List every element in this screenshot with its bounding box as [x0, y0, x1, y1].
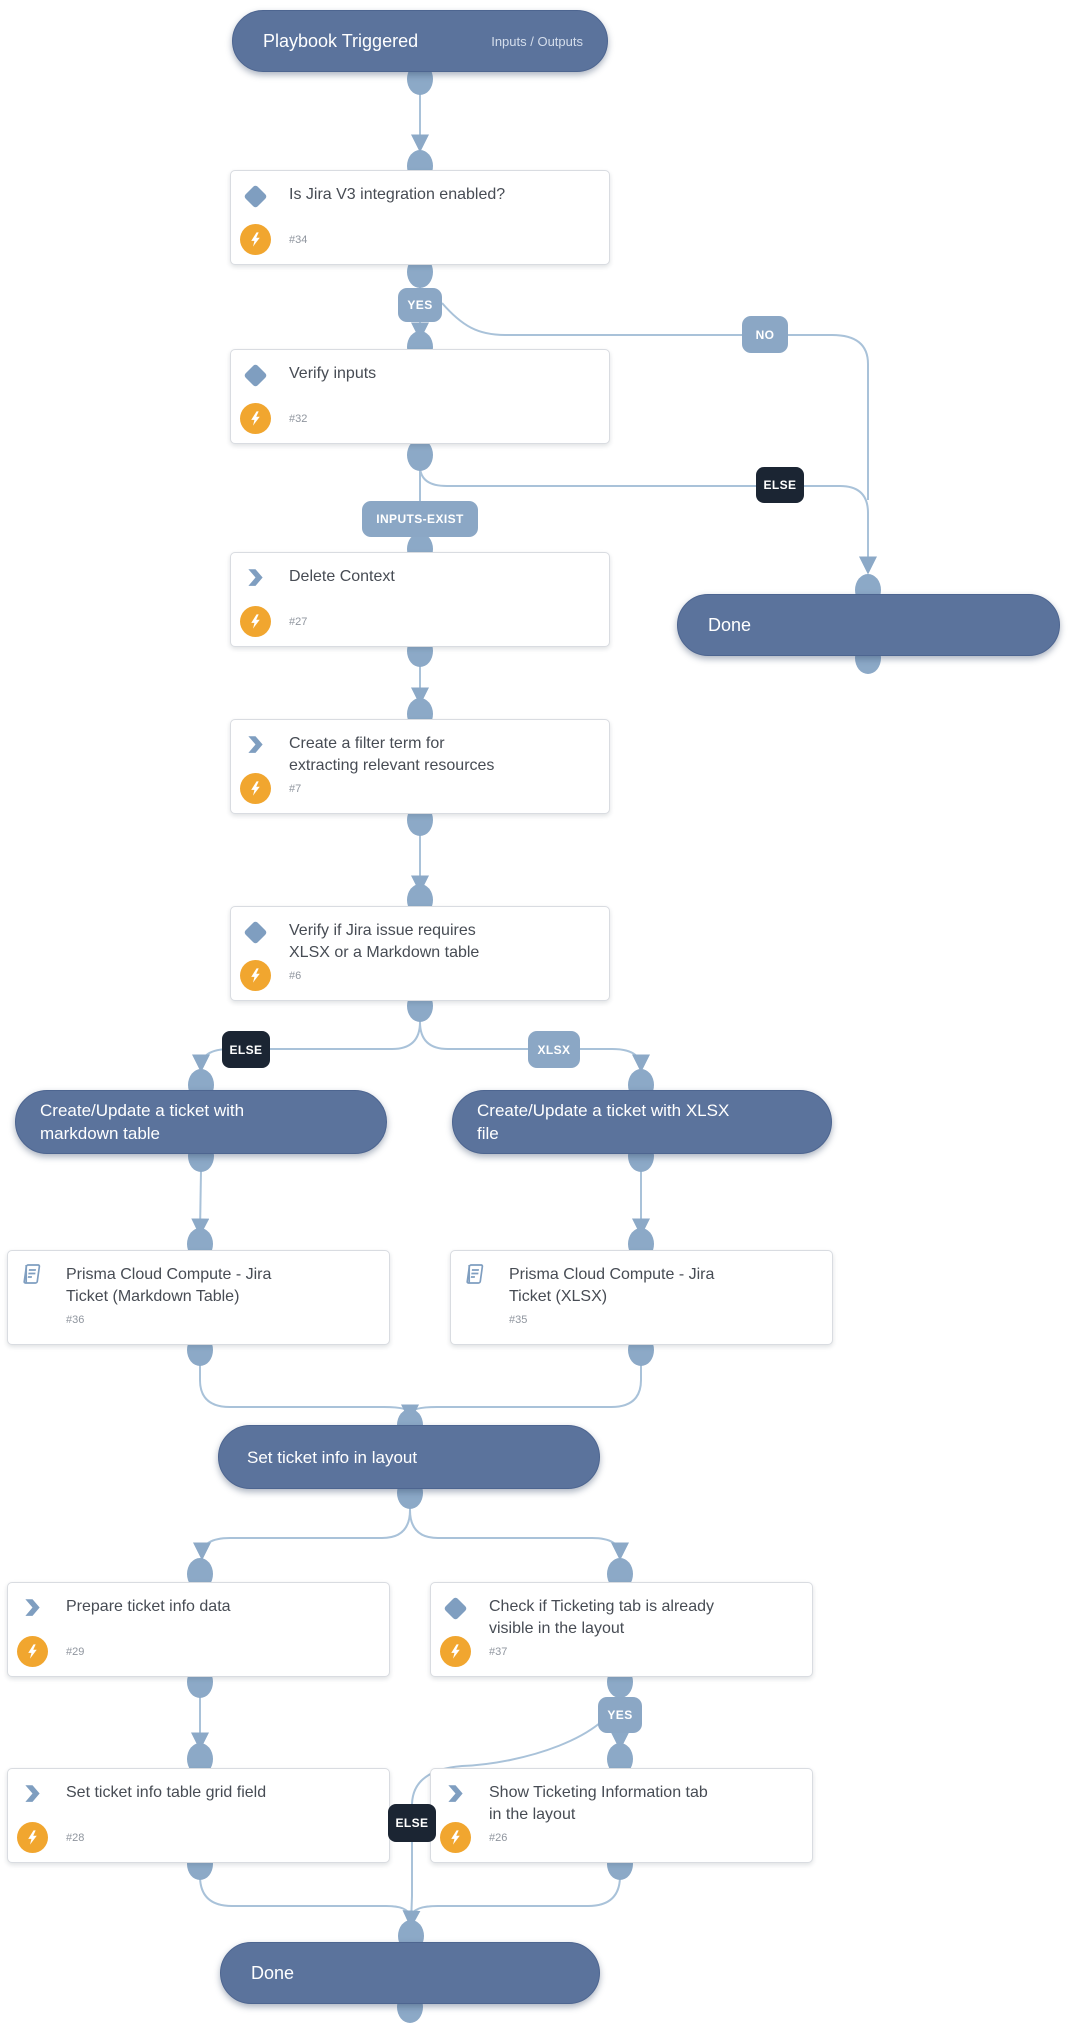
- task-title: Prisma Cloud Compute - Jira Ticket (Mark…: [66, 1266, 272, 1305]
- task-title: Create a filter term for extracting rele…: [289, 735, 495, 774]
- section-title: Create/Update a ticket with markdown tab…: [40, 1101, 245, 1143]
- task-title: Set ticket info table grid field: [66, 1784, 267, 1801]
- condition-diamond-icon: [243, 363, 268, 388]
- task-box-delete-context[interactable]: Delete Context #27: [230, 552, 610, 647]
- task-chevron-icon: [25, 1599, 40, 1616]
- done-label: Done: [251, 1962, 295, 1983]
- task-title: Verify if Jira issue requires XLSX or a …: [289, 922, 480, 961]
- trigger-title: Playbook Triggered: [263, 30, 419, 51]
- section-title: Create/Update a ticket with XLSX file: [477, 1101, 730, 1143]
- task-box-create-filter-term[interactable]: Create a filter term for extracting rele…: [230, 719, 610, 814]
- section-pill-set-ticket-info[interactable]: Set ticket info in layout: [218, 1425, 600, 1489]
- task-title: Is Jira V3 integration enabled?: [289, 186, 506, 203]
- branch-label-yes: YES: [398, 288, 442, 322]
- branch-label-yes: YES: [598, 1697, 642, 1733]
- branch-label-inputs-exist: INPUTS-EXIST: [362, 501, 478, 537]
- task-title: Prepare ticket info data: [66, 1598, 231, 1615]
- condition-diamond-icon: [243, 184, 268, 209]
- automation-bolt-icon: [240, 224, 271, 255]
- task-number: #32: [289, 413, 308, 425]
- branch-label-xlsx: XLSX: [528, 1031, 580, 1068]
- section-pill-xlsx-ticket[interactable]: Create/Update a ticket with XLSX file: [452, 1090, 832, 1154]
- task-box-set-grid-field[interactable]: Set ticket info table grid field #28: [7, 1768, 390, 1863]
- task-number: #6: [289, 970, 302, 982]
- task-box-verify-inputs[interactable]: Verify inputs #32: [230, 349, 610, 444]
- automation-bolt-icon: [17, 1822, 48, 1853]
- task-title: Prisma Cloud Compute - Jira Ticket (XLSX…: [509, 1266, 715, 1305]
- section-title: Set ticket info in layout: [247, 1447, 418, 1467]
- playbook-book-icon: [23, 1264, 41, 1284]
- task-box-jira-ticket-markdown[interactable]: Prisma Cloud Compute - Jira Ticket (Mark…: [7, 1250, 390, 1345]
- done-pill-right[interactable]: Done: [677, 594, 1060, 656]
- automation-bolt-icon: [240, 403, 271, 434]
- automation-bolt-icon: [440, 1636, 471, 1667]
- task-chevron-icon: [25, 1785, 40, 1802]
- automation-bolt-icon: [440, 1822, 471, 1853]
- task-number: #29: [66, 1646, 85, 1658]
- condition-diamond-icon: [243, 920, 268, 945]
- branch-label-else: ELSE: [756, 467, 804, 503]
- automation-bolt-icon: [240, 960, 271, 991]
- task-chevron-icon: [448, 1785, 463, 1802]
- task-box-show-ticketing-tab[interactable]: Show Ticketing Information tab in the la…: [430, 1768, 813, 1863]
- task-chevron-icon: [248, 736, 263, 753]
- condition-diamond-icon: [443, 1596, 468, 1621]
- automation-bolt-icon: [240, 606, 271, 637]
- task-title: Show Ticketing Information tab in the la…: [489, 1784, 708, 1823]
- task-number: #26: [489, 1832, 508, 1844]
- task-box-check-ticketing-tab[interactable]: Check if Ticketing tab is already visibl…: [430, 1582, 813, 1677]
- task-number: #37: [489, 1646, 508, 1658]
- task-number: #28: [66, 1832, 85, 1844]
- task-number: #34: [289, 234, 308, 246]
- automation-bolt-icon: [240, 773, 271, 804]
- task-title: Delete Context: [289, 568, 395, 585]
- task-title: Check if Ticketing tab is already visibl…: [489, 1598, 714, 1637]
- branch-label-else: ELSE: [388, 1804, 436, 1842]
- task-box-is-jira-v3-enabled[interactable]: Is Jira V3 integration enabled? #34: [230, 170, 610, 265]
- task-box-jira-ticket-xlsx[interactable]: Prisma Cloud Compute - Jira Ticket (XLSX…: [450, 1250, 833, 1345]
- task-number: #36: [66, 1314, 85, 1326]
- done-pill-bottom[interactable]: Done: [220, 1942, 600, 2004]
- inputs-outputs-link[interactable]: Inputs / Outputs: [491, 33, 583, 49]
- task-number: #27: [289, 616, 308, 628]
- task-chevron-icon: [248, 569, 263, 586]
- playbook-trigger-pill[interactable]: Playbook Triggered Inputs / Outputs: [232, 10, 608, 72]
- task-box-verify-xlsx-or-markdown[interactable]: Verify if Jira issue requires XLSX or a …: [230, 906, 610, 1001]
- task-title: Verify inputs: [289, 365, 377, 382]
- section-pill-markdown-ticket[interactable]: Create/Update a ticket with markdown tab…: [15, 1090, 387, 1154]
- automation-bolt-icon: [17, 1636, 48, 1667]
- task-number: #35: [509, 1314, 528, 1326]
- playbook-book-icon: [466, 1264, 484, 1284]
- branch-label-else: ELSE: [222, 1031, 270, 1068]
- task-box-prepare-ticket-info[interactable]: Prepare ticket info data #29: [7, 1582, 390, 1677]
- done-label: Done: [708, 614, 752, 635]
- task-number: #7: [289, 783, 302, 795]
- branch-label-no: NO: [742, 316, 788, 353]
